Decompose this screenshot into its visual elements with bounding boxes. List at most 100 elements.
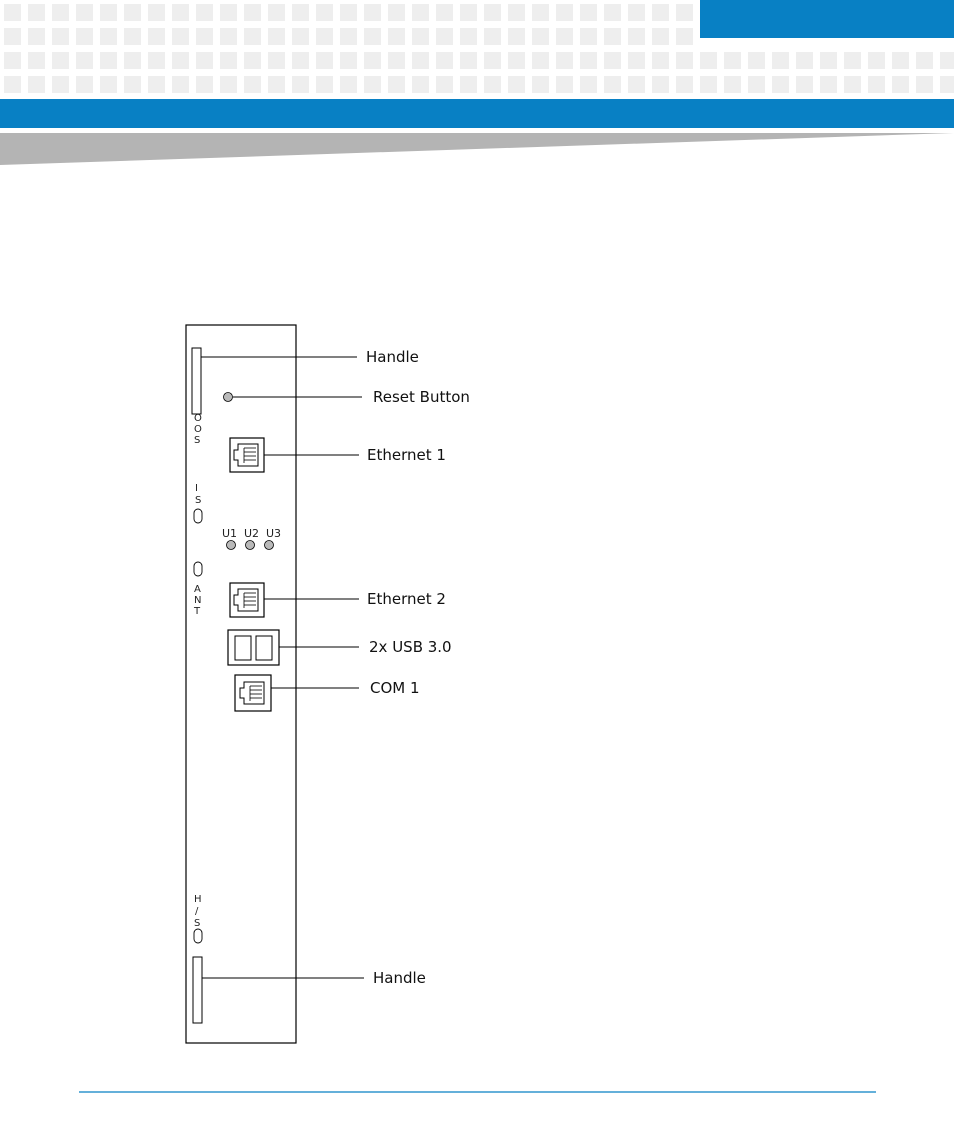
pattern-square <box>244 76 261 93</box>
pattern-square <box>196 52 213 69</box>
pattern-square <box>580 28 597 45</box>
header-tab <box>700 0 954 38</box>
pattern-square <box>796 76 813 93</box>
pattern-square <box>4 52 21 69</box>
header-decoration <box>0 0 954 165</box>
pattern-square <box>460 76 477 93</box>
pattern-square <box>772 76 789 93</box>
pattern-square <box>268 52 285 69</box>
pattern-square <box>724 52 741 69</box>
ethernet-2-port <box>229 582 265 618</box>
pattern-square <box>460 4 477 21</box>
pattern-square <box>676 28 693 45</box>
pattern-square <box>412 4 429 21</box>
pattern-square <box>508 4 525 21</box>
pattern-square <box>532 28 549 45</box>
callout-ethernet-2: Ethernet 2 <box>367 590 446 608</box>
pattern-square <box>844 76 861 93</box>
bottom-handle <box>192 956 203 1024</box>
pattern-square <box>76 4 93 21</box>
faceplate <box>185 324 297 1044</box>
pattern-square <box>604 4 621 21</box>
pattern-square <box>436 4 453 21</box>
pattern-square <box>436 28 453 45</box>
pattern-square <box>700 52 717 69</box>
pattern-square <box>148 76 165 93</box>
pattern-square <box>796 52 813 69</box>
ant-label-n: N <box>194 595 201 606</box>
pattern-square <box>76 28 93 45</box>
pattern-square <box>412 52 429 69</box>
pattern-square <box>172 52 189 69</box>
pattern-square <box>556 28 573 45</box>
pattern-square <box>676 76 693 93</box>
pattern-square <box>364 52 381 69</box>
pattern-square <box>484 28 501 45</box>
led-label-u3: U3 <box>266 527 281 540</box>
callout-handle-bottom: Handle <box>373 969 426 987</box>
pattern-square <box>676 52 693 69</box>
pattern-square <box>316 52 333 69</box>
pattern-square <box>484 4 501 21</box>
is-led <box>193 508 203 524</box>
ethernet-1-port <box>229 437 265 473</box>
pattern-square <box>364 4 381 21</box>
pattern-square <box>436 76 453 93</box>
pattern-square <box>292 28 309 45</box>
pattern-square <box>700 76 717 93</box>
pattern-square <box>628 28 645 45</box>
pattern-square <box>220 52 237 69</box>
pattern-square <box>52 4 69 21</box>
pattern-square <box>52 76 69 93</box>
pattern-square <box>340 4 357 21</box>
pattern-square <box>124 76 141 93</box>
pattern-square <box>172 4 189 21</box>
pattern-square <box>100 4 117 21</box>
pattern-square <box>244 28 261 45</box>
pattern-square <box>196 4 213 21</box>
pattern-square <box>412 28 429 45</box>
callout-com-1: COM 1 <box>370 679 420 697</box>
oos-label-o2: O <box>194 424 202 435</box>
pattern-square <box>196 28 213 45</box>
pattern-square <box>628 76 645 93</box>
hs-led <box>193 928 203 944</box>
pattern-square <box>52 28 69 45</box>
pattern-square <box>628 52 645 69</box>
pattern-square <box>844 52 861 69</box>
pattern-square <box>388 52 405 69</box>
pattern-square <box>172 28 189 45</box>
pattern-square <box>580 76 597 93</box>
hs-label-h: H <box>194 894 202 905</box>
pattern-square <box>724 76 741 93</box>
pattern-square <box>316 76 333 93</box>
led-label-u1: U1 <box>222 527 237 540</box>
pattern-square <box>652 28 669 45</box>
pattern-square <box>388 76 405 93</box>
pattern-square <box>604 28 621 45</box>
header-band <box>0 99 954 128</box>
pattern-square <box>100 28 117 45</box>
pattern-square <box>604 76 621 93</box>
pattern-square <box>940 76 954 93</box>
pattern-square <box>28 4 45 21</box>
pattern-square <box>652 4 669 21</box>
pattern-square <box>772 52 789 69</box>
usb-ports <box>227 629 280 666</box>
pattern-square <box>484 76 501 93</box>
ant-label-t: T <box>193 606 201 617</box>
pattern-square <box>412 76 429 93</box>
pattern-square <box>628 4 645 21</box>
pattern-square <box>292 4 309 21</box>
pattern-square <box>268 4 285 21</box>
callout-ethernet-1: Ethernet 1 <box>367 446 446 464</box>
callout-usb: 2x USB 3.0 <box>369 638 452 656</box>
is-label-s: S <box>195 495 201 506</box>
top-handle <box>191 347 202 415</box>
ant-led <box>193 561 203 577</box>
pattern-square <box>268 76 285 93</box>
hs-label-s: S <box>194 918 200 929</box>
pattern-square <box>580 4 597 21</box>
pattern-square <box>820 52 837 69</box>
pattern-square <box>604 52 621 69</box>
